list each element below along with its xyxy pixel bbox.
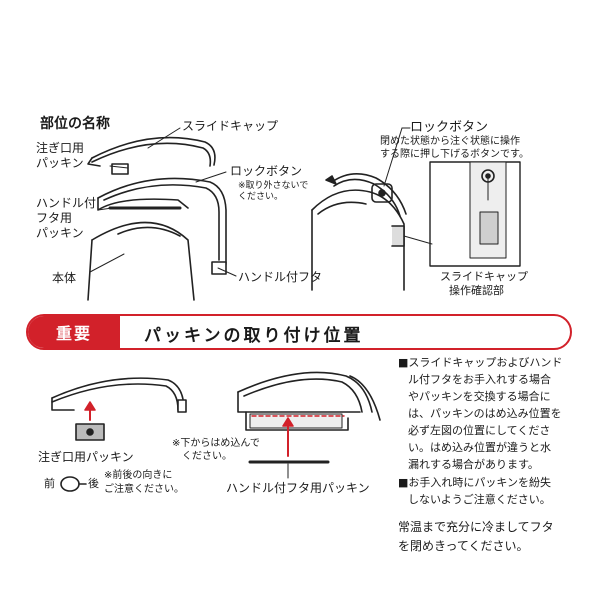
back-label: 後 [88, 477, 99, 490]
label-handle-lid-packing-1: ハンドル付 [36, 196, 97, 210]
insert-from-below-note-2: ください。 [182, 451, 232, 462]
care-paragraph-3: 常温まで充分に冷ましてフタ を閉めきってください。 [398, 518, 576, 556]
label-body: 本体 [52, 271, 77, 285]
lock-button-title: ロックボタン [410, 120, 489, 135]
care-line: ■お手入れ時にパッキンを紛失 [398, 476, 552, 489]
bottle-top-drawing [311, 173, 407, 291]
care-line: やパッキンを交換する場合に [408, 390, 551, 403]
orientation-note-1: ※前後の向きに [104, 470, 173, 481]
insert-from-below-note-1: ※下からはめ込んで [172, 438, 260, 449]
lock-button-desc-1: 閉めた状態から注ぐ状態に操作 [380, 136, 520, 147]
care-line: ■スライドキャップおよびハンド [398, 356, 563, 369]
label-lock-button: ロックボタン [230, 164, 303, 178]
spout-packing-label: 注ぎ口用パッキン [38, 450, 134, 464]
handle-lid-drawing-bottom [237, 371, 381, 431]
banner-title: パッキンの取り付け位置 [144, 326, 364, 346]
cap-drawing-bottom [51, 377, 187, 413]
care-line: ル付フタをお手入れする場合 [408, 373, 551, 386]
care-line: しないようご注意ください。 [408, 493, 551, 506]
handle-lid-packing-label: ハンドル付フタ用パッキン [226, 481, 370, 495]
important-tag: 重要 [28, 316, 120, 348]
care-line: は、パッキンのはめ込み位置を [408, 407, 562, 420]
care-line: い。はめ込み位置が違うと水 [408, 441, 551, 454]
care-line: を閉めきってください。 [398, 539, 529, 553]
front-label: 前 [44, 477, 55, 490]
care-line: 漏れする場合があります。 [408, 458, 539, 471]
important-banner: 重要 パッキンの取り付け位置 [26, 314, 572, 350]
lock-button-desc-2: する際に押し下げるボタンです。 [380, 149, 529, 160]
confirm-label-2: 操作確認部 [449, 284, 504, 297]
lock-note-1: ※取り外さないで [238, 181, 309, 191]
care-line: 常温まで充分に冷ましてフタ [398, 520, 554, 534]
label-handle-lid: ハンドル付フタ [238, 270, 323, 284]
handle-lid-drawing [97, 177, 227, 275]
orientation-note-2: ご注意ください。 [104, 484, 184, 495]
slide-cap-drawing [87, 136, 216, 167]
label-handle-lid-packing-3: パッキン [36, 226, 84, 240]
spout-packing-part-drawing [75, 423, 105, 441]
label-slide-cap: スライドキャップ [182, 119, 279, 133]
label-spout-packing-2: パッキン [36, 156, 84, 170]
spout-packing-drawing [111, 163, 129, 175]
lock-note-2: ください。 [238, 192, 284, 202]
packing-orientation-drawing [60, 476, 87, 492]
care-paragraph-1: ■スライドキャップおよびハンド ル付フタをお手入れする場合 やパッキンを交換する… [398, 354, 576, 473]
insert-arrow-red-2 [282, 417, 294, 457]
confirm-inset-box [429, 161, 521, 267]
insert-arrow-red [84, 401, 96, 421]
label-spout-packing-1: 注ぎ口用 [36, 141, 85, 155]
label-handle-lid-packing-2: フタ用 [36, 211, 73, 225]
care-paragraph-2: ■お手入れ時にパッキンを紛失 しないようご注意ください。 [398, 474, 576, 508]
body-drawing [87, 221, 195, 301]
care-line: 必ず左図の位置にしてくださ [408, 424, 551, 437]
confirm-label-1: スライドキャップ [440, 270, 528, 283]
parts-name-heading: 部位の名称 [40, 116, 110, 132]
